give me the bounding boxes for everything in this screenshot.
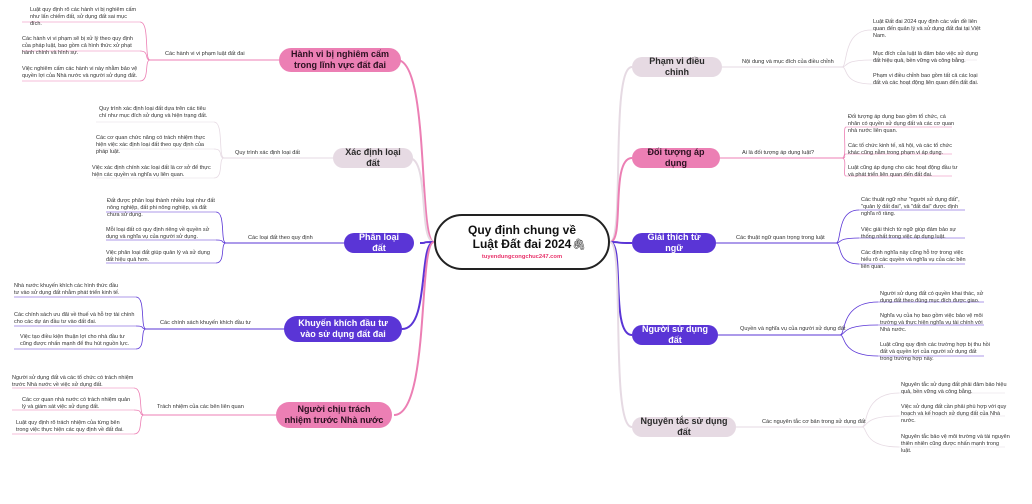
branch-label: Nội dung và mục đích của điều chỉnh xyxy=(742,59,834,65)
leaf-note: Phạm vi điều chỉnh bao gồm tất cả các lo… xyxy=(873,73,979,86)
branch-label: Ai là đối tượng áp dụng luật? xyxy=(742,150,815,156)
connector-line xyxy=(213,157,225,179)
connector-line xyxy=(609,241,633,244)
topic-nguoi-su-dung-dat[interactable]: Người sử dụng đất xyxy=(632,324,718,345)
leaf-note: Mục đích của luật là đảm bảo việc sử dụn… xyxy=(873,51,978,64)
connector-line xyxy=(861,415,900,428)
connector-line xyxy=(839,334,879,357)
connector-line xyxy=(609,241,633,428)
connector-line xyxy=(401,241,435,330)
connector-line xyxy=(213,148,225,159)
leaf-note: Các thuật ngữ như "người sử dụng đất", "… xyxy=(861,197,960,217)
leaf-note: Nhà nước khuyến khích các hình thức đầu … xyxy=(14,283,120,296)
connector-line xyxy=(841,29,872,68)
connector-line xyxy=(835,242,860,265)
leaf-note: Việc sử dụng đất cần phải phù hợp với qu… xyxy=(901,404,1007,424)
connector-line xyxy=(609,241,633,336)
central-topic-line2: Luật Đất đai 2024 xyxy=(472,237,572,251)
connector-line xyxy=(861,426,900,448)
leaf-note: Các tổ chức kinh tế, xã hội, và các tổ c… xyxy=(848,143,952,156)
leaf-note: Quy trình xác định loại đất dựa trên các… xyxy=(99,106,208,119)
branch-label: Quy trình xác định loại đất xyxy=(235,150,300,156)
leaf-note: Việc tạo điều kiện thuận lợi cho nhà đầu… xyxy=(20,334,130,347)
leaf-note: Luật quy định rõ các hành vi bị nghiêm c… xyxy=(30,7,137,27)
leaf-note: Nguyên tắc bảo vệ môi trường và tài nguy… xyxy=(901,434,1010,454)
connector-line xyxy=(841,66,872,85)
connector-line xyxy=(133,414,145,435)
branch-label: Trách nhiệm của các bên liên quan xyxy=(157,404,244,410)
leaf-note: Luật cũng quy định các trường hợp bị thu… xyxy=(880,342,990,362)
leaf-note: Đối tượng áp dụng bao gồm tổ chức, cá nh… xyxy=(848,114,955,134)
topic-doi-tuong-ap-dung[interactable]: Đối tượng áp dụng xyxy=(632,147,720,168)
connector-line xyxy=(135,328,147,350)
connector-line xyxy=(139,50,151,61)
connector-line xyxy=(133,409,145,416)
leaf-note: Luật Đất đai 2024 quy định các vấn đề li… xyxy=(873,19,981,39)
leaf-note: Việc xác định chính xác loại đất là cơ s… xyxy=(92,165,211,178)
leaf-note: Các định nghĩa này cũng hỗ trợ trong việ… xyxy=(861,250,966,270)
central-topic-line1: Quy định chung về xyxy=(467,223,576,237)
branch-label: Các thuật ngữ quan trọng trong luật xyxy=(736,235,825,241)
connector-line xyxy=(609,157,633,243)
branch-label: Các loại đất theo quy định xyxy=(248,235,313,241)
connector-line xyxy=(215,211,227,244)
branch-label: Các hành vi vi phạm luật đất đai xyxy=(165,51,245,57)
paperclip-icon[interactable]: 🖇 xyxy=(572,239,586,251)
leaf-note: Mỗi loại đất có quy định riêng về quyền … xyxy=(106,227,210,240)
topic-khuyen-khich-dau-tu[interactable]: Khuyến khích đầu tư vào sử dụng đất đai xyxy=(284,316,402,342)
branch-label: Các chính sách khuyến khích đầu tư xyxy=(160,320,251,326)
leaf-note: Việc phân loại đất giúp quản lý và sử dụ… xyxy=(106,250,210,263)
connector-line xyxy=(419,241,435,244)
leaf-note: Việc giải thích từ ngữ giúp đảm bảo sự t… xyxy=(861,227,957,240)
connector-line xyxy=(215,239,227,244)
leaf-note: Các chính sách ưu đãi về thuế và hỗ trợ … xyxy=(14,312,135,325)
connector-line xyxy=(839,301,879,336)
connector-line xyxy=(841,59,872,68)
topic-giai-thich-tu-ngu[interactable]: Giải thích từ ngữ xyxy=(632,232,716,253)
leaf-note: Đất được phân loại thành nhiều loại như … xyxy=(107,198,215,218)
central-topic-url: tuyendungcongchuc247.com xyxy=(481,254,563,260)
connector-line xyxy=(408,157,435,243)
connector-line xyxy=(609,66,633,243)
connector-line xyxy=(396,59,435,243)
topic-hanh-vi-bi-nghiem-cam[interactable]: Hành vi bị nghiêm cấm trong lĩnh vực đất… xyxy=(279,48,401,72)
leaf-note: Nghĩa vụ của họ bao gồm việc bảo vệ môi … xyxy=(880,313,983,333)
connector-line xyxy=(393,241,435,416)
connector-line xyxy=(841,126,847,159)
connector-line xyxy=(841,157,847,177)
connector-line xyxy=(139,21,151,61)
connector-line xyxy=(839,324,879,336)
leaf-note: Các cơ quan nhà nước có trách nhiệm quản… xyxy=(22,397,131,410)
connector-line xyxy=(215,242,227,264)
leaf-note: Các hành vi vi phạm sẽ bị xử lý theo quy… xyxy=(22,36,133,56)
leaf-note: Luật quy định rõ trách nhiệm của từng bê… xyxy=(16,420,124,433)
central-topic[interactable]: Quy định chung về Luật Đất đai 2024 tuye… xyxy=(434,214,610,270)
leaf-note: Nguyên tắc sử dụng đất phải đảm bảo hiệu… xyxy=(901,382,1007,395)
connector-line xyxy=(135,296,147,330)
connector-line xyxy=(135,325,147,330)
leaf-note: Việc nghiêm cấm các hành vi này nhằm bảo… xyxy=(22,66,138,79)
connector-line xyxy=(861,392,900,428)
connector-line xyxy=(835,209,860,244)
topic-xac-dinh-loai-dat[interactable]: Xác định loại đất xyxy=(333,147,413,168)
connector-line xyxy=(835,237,860,244)
connector-line xyxy=(213,121,225,159)
topic-nguyen-tac-su-dung-dat[interactable]: Nguyên tắc sử dụng đất xyxy=(632,416,736,437)
topic-nguoi-chiu-trach-nhiem[interactable]: Người chịu trách nhiệm trước Nhà nước xyxy=(276,402,392,428)
branch-label: Quyền và nghĩa vụ của người sử dụng đất xyxy=(740,326,846,332)
leaf-note: Các cơ quan chức năng có trách nhiệm thự… xyxy=(96,135,206,155)
branch-label: Các nguyên tắc cơ bản trong sử dụng đất xyxy=(762,419,866,425)
topic-pham-vi-dieu-chinh[interactable]: Phạm vi điều chỉnh xyxy=(632,56,722,77)
leaf-note: Người sử dụng đất và các tổ chức có trác… xyxy=(12,375,134,388)
connector-line xyxy=(133,387,145,416)
leaf-note: Luật cũng áp dụng cho các hoạt động đầu … xyxy=(848,165,958,178)
topic-phan-loai-dat[interactable]: Phân loại đất xyxy=(344,232,414,253)
central-topic-title: Quy định chung về Luật Đất đai 2024 xyxy=(436,223,608,251)
connector-line xyxy=(139,59,151,82)
leaf-note: Người sử dụng đất có quyền khai thác, sử… xyxy=(880,291,984,304)
